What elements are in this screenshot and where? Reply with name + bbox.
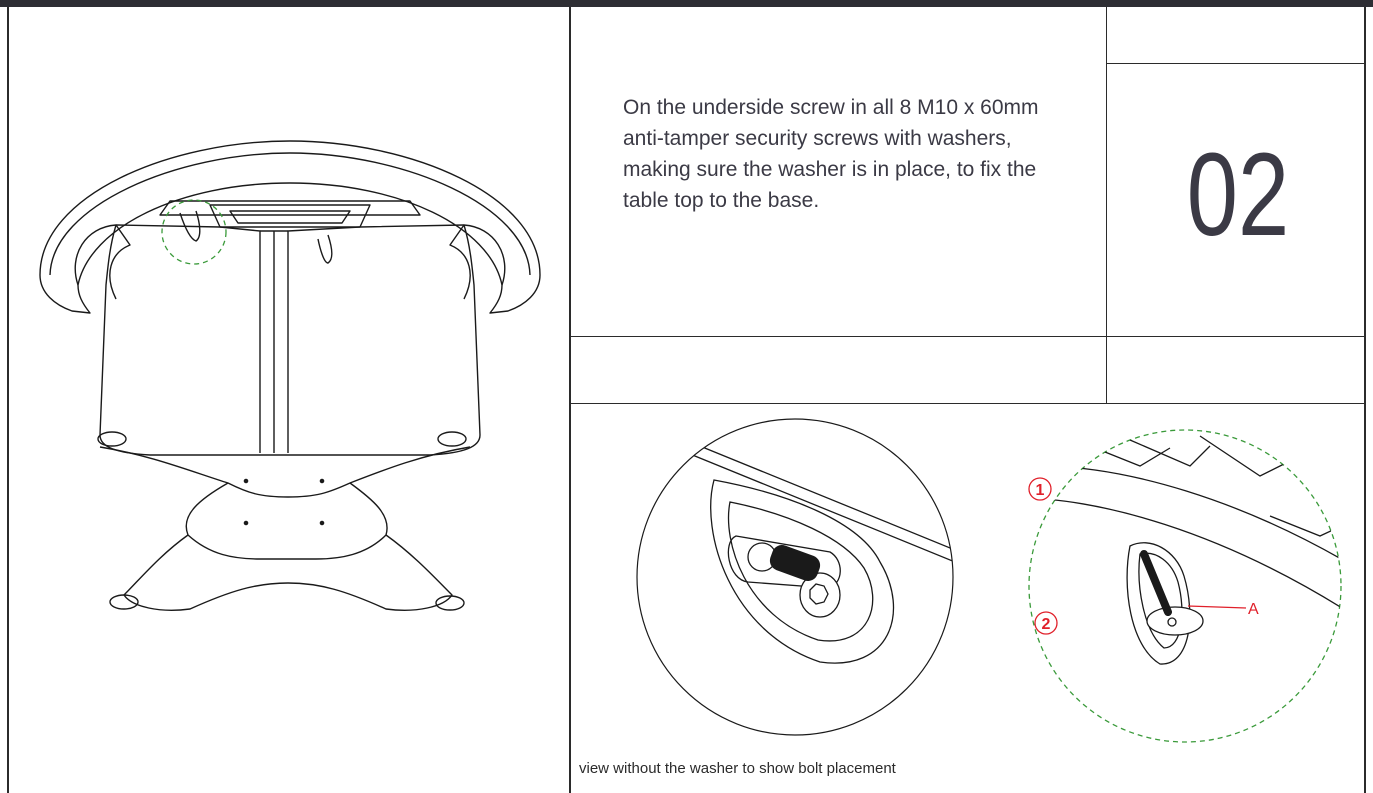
- table-underside-illustration: [39, 140, 541, 611]
- top-bar: [0, 0, 1373, 7]
- step-cell-top-rule: [1106, 63, 1364, 64]
- callout-1-label: 1: [1036, 482, 1045, 499]
- step-number: 02: [1186, 129, 1290, 261]
- detail-view-washer-circle: 1 2 A: [1028, 429, 1342, 743]
- label-a: A: [1248, 601, 1259, 618]
- column-divider: [569, 7, 571, 793]
- instruction-bottom-rule: [571, 336, 1364, 337]
- frame-left-border: [7, 7, 9, 793]
- detail-top-rule: [571, 403, 1364, 404]
- detail-view-bolt-circle: [636, 418, 954, 736]
- callout-2-label: 2: [1042, 616, 1051, 633]
- frame-right-border: [1364, 7, 1366, 793]
- instruction-text: On the underside screw in all 8 M10 x 60…: [623, 96, 1039, 212]
- detail-caption: view without the washer to show bolt pla…: [579, 760, 896, 777]
- step-cell-divider: [1106, 7, 1107, 404]
